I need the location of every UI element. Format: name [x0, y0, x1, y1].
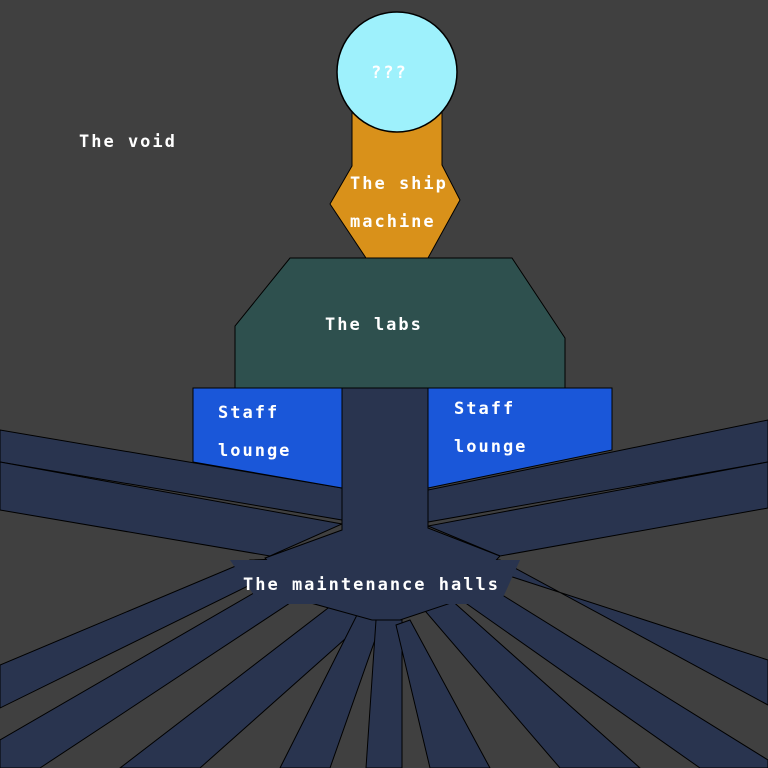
ship-machine-room[interactable]: [329, 99, 461, 259]
labs-label: The labs: [325, 315, 423, 335]
hall-hub-band[interactable]: [230, 560, 520, 604]
hall-corridor-center[interactable]: [365, 619, 403, 768]
unknown-label: ???: [371, 63, 408, 83]
hall-corridor-right-bottom[interactable]: [438, 574, 768, 768]
unknown-room[interactable]: [336, 11, 458, 133]
maintenance-halls-label: The maintenance halls: [243, 575, 500, 595]
hall-corridor-left-bottom[interactable]: [0, 569, 342, 768]
ship-machine-label-line2: machine: [350, 212, 436, 232]
staff-lounge-right-label-line1: Staff: [454, 399, 515, 419]
void-label: The void: [79, 132, 177, 152]
staff-lounge-left-label-line1: Staff: [218, 403, 279, 423]
hall-corridor-right-center[interactable]: [395, 619, 491, 768]
maintenance-halls[interactable]: [0, 387, 768, 768]
staff-lounge-right-label-line2: lounge: [454, 437, 527, 457]
staff-lounge-left-label-line2: lounge: [218, 441, 291, 461]
ship-machine-label-line1: The ship: [350, 174, 448, 194]
labs-room[interactable]: [234, 257, 566, 389]
